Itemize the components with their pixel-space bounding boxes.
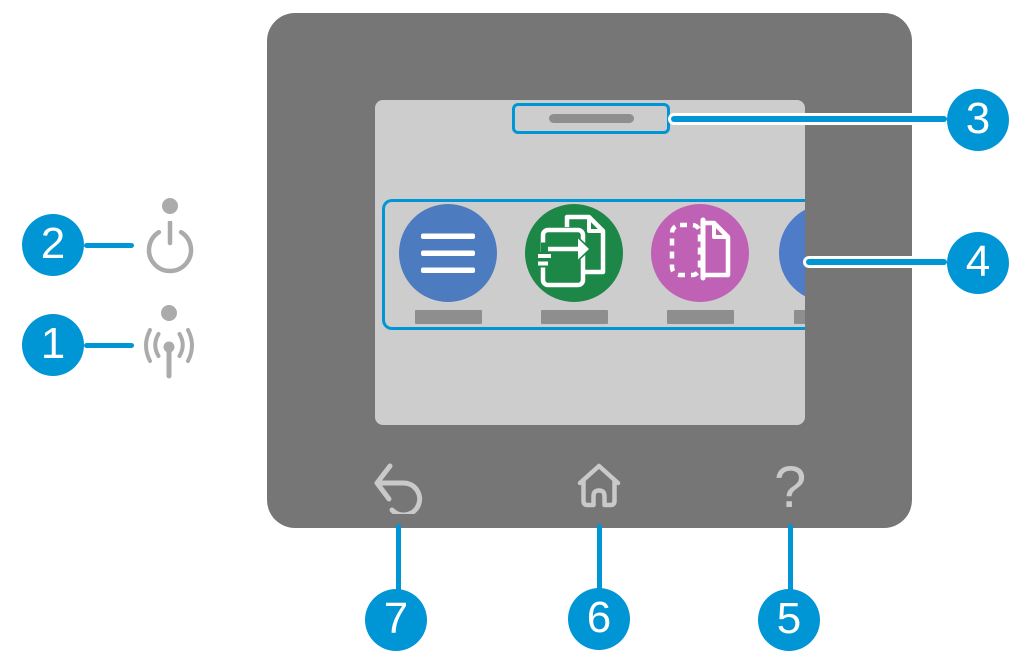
callout-line-6 <box>596 524 602 591</box>
back-button[interactable] <box>374 462 426 519</box>
callout-7: 7 <box>365 589 427 651</box>
menu-app-button[interactable] <box>399 204 497 302</box>
callout-3: 3 <box>947 89 1009 151</box>
scan-icon <box>669 217 731 281</box>
help-button[interactable]: ? <box>774 459 806 517</box>
power-status-led <box>162 198 178 214</box>
callout-5: 5 <box>758 589 820 651</box>
power-icon <box>146 219 194 274</box>
wireless-icon <box>144 328 194 379</box>
copy-icon <box>536 214 606 288</box>
callout-line-1 <box>84 342 134 348</box>
callout-line-3 <box>668 113 950 125</box>
touchscreen[interactable] <box>375 100 805 425</box>
back-icon <box>374 463 423 518</box>
next-app-icon <box>779 204 805 302</box>
callout-6: 6 <box>568 588 630 650</box>
next-app-label-bar <box>794 310 805 324</box>
status-center-callout-box <box>512 103 670 134</box>
home-button[interactable] <box>573 461 625 518</box>
help-icon: ? <box>774 455 807 520</box>
callout-line-7 <box>395 524 401 592</box>
scan-app-button[interactable] <box>651 204 749 302</box>
menu-app-label-bar <box>415 310 482 324</box>
wireless-light <box>141 328 197 385</box>
callout-line-4 <box>803 256 950 268</box>
wireless-status-led <box>161 305 177 321</box>
callout-1: 1 <box>22 314 84 376</box>
copy-app-label-bar <box>541 310 608 324</box>
home-icon <box>577 463 621 508</box>
next-app-button[interactable] <box>779 204 805 302</box>
power-button[interactable] <box>146 219 194 280</box>
status-bar[interactable] <box>548 114 634 123</box>
callout-2: 2 <box>22 214 84 276</box>
scan-app-label-bar <box>667 310 734 324</box>
menu-icon <box>421 233 475 273</box>
callout-4: 4 <box>947 232 1009 294</box>
apps-callout-box <box>382 199 805 330</box>
callout-line-5 <box>788 524 793 592</box>
callout-line-2 <box>84 242 134 248</box>
copy-app-button[interactable] <box>525 204 623 302</box>
